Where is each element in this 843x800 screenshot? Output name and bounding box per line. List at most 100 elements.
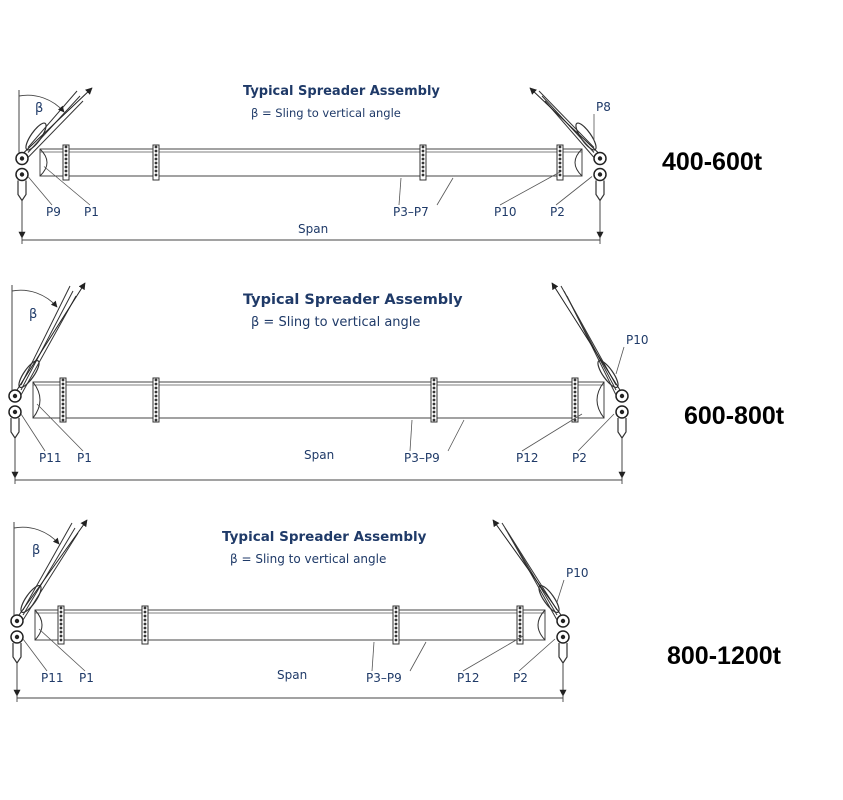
leader-line — [462, 635, 524, 672]
capacity-rating: 600-800t — [684, 402, 785, 430]
sling-force-arrow — [529, 87, 599, 153]
bolt-dot — [59, 606, 63, 610]
bolt-dot — [421, 173, 425, 177]
bolt-dot — [558, 169, 562, 173]
leader-line — [398, 177, 402, 206]
upper-pin-center — [12, 393, 18, 399]
left-end-fitting — [8, 282, 86, 479]
assembly-subtitle: β = Sling to vertical angle — [251, 106, 401, 120]
bolt-dot — [61, 406, 65, 410]
left-end-fitting — [10, 519, 88, 697]
sling-force-arrow — [551, 282, 621, 391]
bolt-dot — [558, 149, 562, 153]
bolt-dot — [154, 173, 158, 177]
upper-pin-center — [19, 156, 25, 161]
lower-shackle — [595, 180, 605, 202]
bolt-dot — [421, 149, 425, 153]
bolt-dot — [154, 410, 158, 414]
bolt-dot — [154, 149, 158, 153]
beam-joint-clamp — [141, 605, 149, 645]
bolt-dot — [432, 414, 436, 418]
bolt-dot — [154, 402, 158, 406]
part-label-right-inner: P10 — [494, 205, 517, 219]
bolt-dot — [558, 161, 562, 165]
leader-line — [556, 579, 565, 603]
bolt-dot — [61, 410, 65, 414]
bolt-dot — [143, 634, 147, 638]
part-label-right-outer: P2 — [513, 671, 528, 685]
leader-line — [20, 413, 46, 452]
sling — [492, 519, 562, 621]
bolt-dot — [394, 622, 398, 626]
bolt-dot — [154, 145, 158, 149]
bolt-dot — [518, 614, 522, 618]
right-end-fitting — [529, 87, 607, 239]
right-end-cap — [537, 609, 546, 641]
left-end-fitting — [15, 87, 93, 239]
bolt-dot — [432, 378, 436, 382]
sling-force-arrow — [492, 519, 562, 616]
bolt-dot — [573, 402, 577, 406]
beam-joint-clamp — [57, 605, 65, 645]
bolt-dot — [432, 418, 436, 422]
part-label-left-inner: P1 — [84, 205, 99, 219]
leader-line — [43, 166, 91, 206]
bolt-dot — [421, 157, 425, 161]
right-end-cap — [596, 381, 605, 419]
sling — [18, 519, 88, 621]
bolt-dot — [432, 398, 436, 402]
bolt-dot — [59, 622, 63, 626]
beam-joint-clamp — [571, 377, 579, 423]
assembly-subtitle: β = Sling to vertical angle — [230, 552, 386, 566]
leader-line — [436, 177, 454, 206]
bolt-dot — [61, 382, 65, 386]
bolt-dot — [64, 173, 68, 177]
bolt-dot — [573, 390, 577, 394]
sling-leg — [27, 100, 84, 158]
leader-line — [518, 638, 556, 672]
bolt-dot — [154, 157, 158, 161]
part-label-right-outer: P2 — [572, 451, 587, 465]
bolt-dot — [432, 386, 436, 390]
bolt-dot — [59, 630, 63, 634]
lower-pin-center — [619, 409, 625, 415]
bolt-dot — [64, 153, 68, 157]
bolt-dot — [154, 161, 158, 165]
bolt-dot — [59, 614, 63, 618]
bolt-dot — [518, 606, 522, 610]
part-label-left-outer: P9 — [46, 205, 61, 219]
lower-shackle — [558, 643, 568, 665]
span-label: Span — [298, 222, 328, 236]
leader-line — [22, 638, 48, 672]
bolt-dot — [558, 145, 562, 149]
bolt-dot — [421, 169, 425, 173]
leader-line — [555, 176, 593, 206]
bolt-dot — [394, 614, 398, 618]
bolt-dot — [154, 378, 158, 382]
leader-line — [409, 419, 413, 452]
bolt-dot — [61, 418, 65, 422]
beta-symbol: β — [35, 101, 43, 116]
bolt-dot — [64, 149, 68, 153]
part-label-right-top: P10 — [566, 566, 589, 580]
bolt-dot — [432, 390, 436, 394]
lower-shackle — [17, 180, 27, 202]
bolt-dot — [518, 626, 522, 630]
right-end-fitting — [492, 519, 570, 697]
part-label-right-top: P8 — [596, 100, 611, 114]
beam-joint-clamp — [419, 144, 427, 181]
bolt-dot — [154, 153, 158, 157]
assembly-subtitle: β = Sling to vertical angle — [251, 315, 420, 330]
bolt-dot — [394, 606, 398, 610]
upper-pin-center — [597, 156, 603, 161]
beta-symbol: β — [29, 307, 37, 322]
sling-force-arrow — [23, 87, 93, 153]
leader-line — [371, 641, 375, 672]
bolt-dot — [154, 406, 158, 410]
beam-joint-clamp — [152, 144, 160, 181]
part-label-middle: P3–P9 — [366, 671, 402, 685]
sling — [23, 87, 93, 158]
sling-force-arrow — [16, 282, 86, 391]
